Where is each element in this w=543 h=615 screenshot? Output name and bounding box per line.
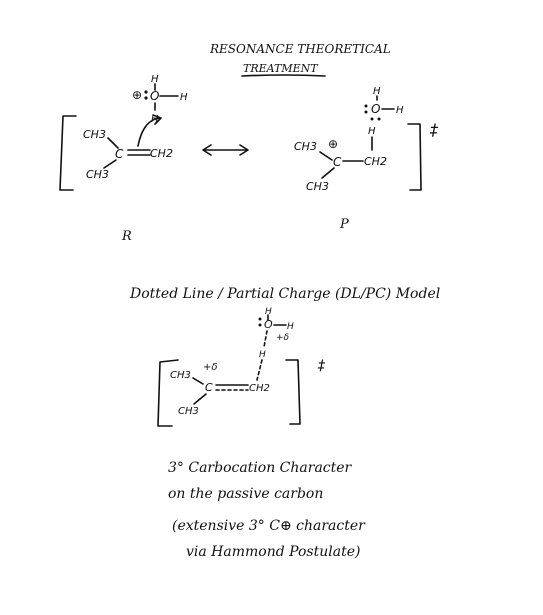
bond	[192, 377, 204, 385]
curved-arrow-icon	[137, 117, 161, 147]
bond	[319, 151, 333, 161]
lone-pair-dot	[377, 117, 381, 121]
lone-pair-dot	[370, 117, 374, 121]
right-h-top: H	[373, 86, 381, 97]
heading-line2: TREATMENT	[243, 62, 319, 75]
left-ch2-label: CH2	[150, 147, 173, 160]
bond	[107, 137, 119, 149]
arrowhead-icon	[152, 114, 162, 125]
model-c-label: C	[205, 381, 213, 394]
right-h-bottom: H	[368, 126, 376, 137]
note-line1: 3° Carbocation Character	[168, 460, 353, 476]
left-ch3-upper: CH3	[83, 128, 106, 141]
right-c-label: C	[333, 155, 342, 169]
model-bracket-open	[157, 359, 179, 427]
model-title: Dotted Line / Partial Charge (DL/PC) Mod…	[129, 286, 440, 302]
bond	[103, 159, 117, 169]
left-c-label: C	[115, 147, 124, 161]
note-line2: on the passive carbon	[168, 486, 323, 502]
model-o-label: O	[264, 318, 273, 331]
right-bracket-close	[407, 123, 422, 191]
lone-pair-dot	[258, 323, 262, 327]
right-plus-charge: ⊕	[328, 137, 338, 151]
left-bracket-open	[59, 115, 77, 191]
caption-p: P	[339, 217, 349, 232]
model-c-partial-charge: +δ	[203, 362, 218, 373]
right-h-right: H	[396, 105, 404, 116]
note-line4: via Hammond Postulate)	[186, 544, 360, 560]
left-o-label: O	[150, 89, 159, 103]
model-ts-double-dagger: ‡	[317, 358, 326, 374]
lone-pair-dot	[364, 104, 368, 108]
ts-double-dagger: ‡	[429, 120, 439, 139]
model-h-right: H	[287, 322, 294, 332]
caption-r: R	[121, 229, 132, 244]
lone-pair-dot	[364, 110, 368, 114]
right-ch2-label: CH2	[364, 155, 387, 168]
right-o-label: O	[371, 102, 380, 116]
note-line3: (extensive 3° C⊕ character	[172, 518, 366, 534]
arrowhead-icon	[239, 144, 249, 156]
right-ch3-upper: CH3	[294, 140, 317, 153]
model-bracket-close	[285, 359, 301, 425]
partial-bond-dotted	[263, 330, 268, 348]
model-h-bottom: H	[259, 350, 266, 360]
partial-bond-dotted	[256, 359, 263, 381]
left-h-right: H	[180, 92, 188, 103]
lone-pair-dot	[144, 90, 148, 94]
heading-underline	[241, 74, 326, 77]
heading-line1: RESONANCE THEORETICAL	[209, 42, 391, 56]
lone-pair-dot	[258, 317, 262, 321]
model-ch2-label: CH2	[249, 383, 270, 394]
model-o-partial-charge: +δ	[276, 333, 290, 343]
bond	[321, 167, 335, 179]
model-ch3-upper: CH3	[170, 370, 191, 381]
left-ch3-lower: CH3	[86, 168, 109, 181]
right-ch3-lower: CH3	[306, 180, 329, 193]
left-o-symbol-charge: ⊕	[132, 88, 142, 102]
left-h-top: H	[151, 74, 159, 85]
model-h-top: H	[265, 307, 272, 317]
model-ch3-lower: CH3	[178, 406, 199, 417]
arrowhead-icon	[202, 144, 212, 156]
lone-pair-dot	[144, 96, 148, 100]
bond	[193, 393, 207, 405]
